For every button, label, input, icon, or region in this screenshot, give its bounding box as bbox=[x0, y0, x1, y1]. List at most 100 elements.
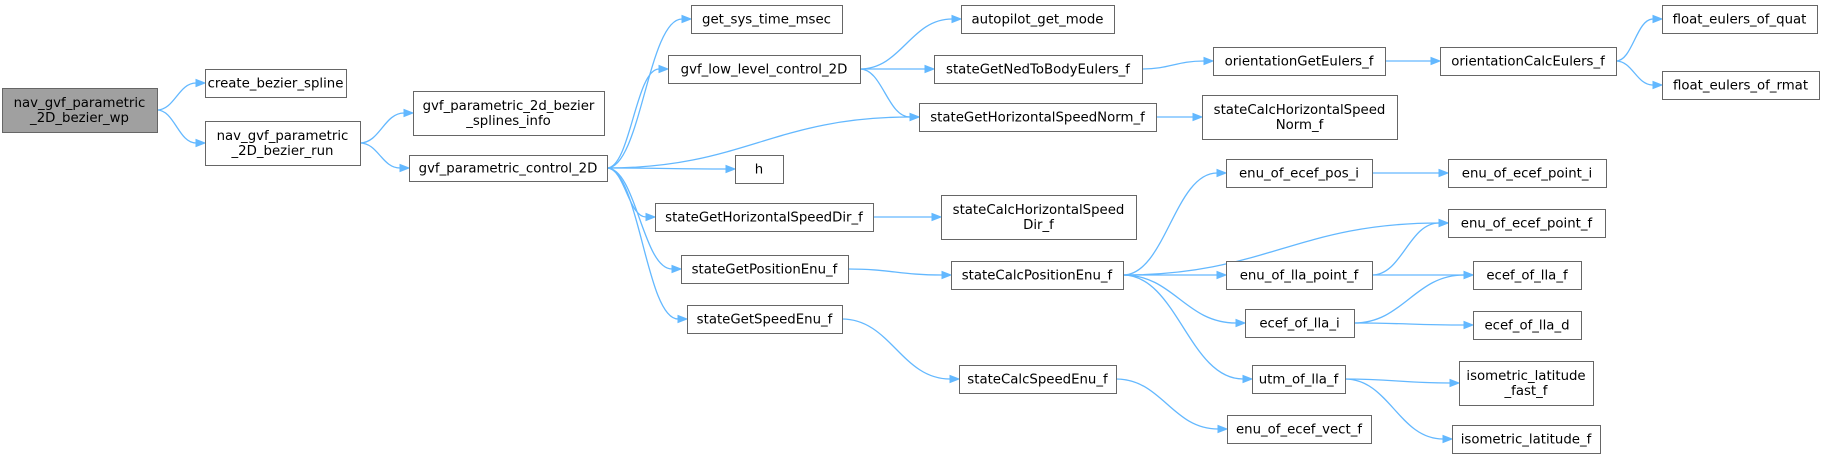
node-box bbox=[205, 69, 347, 98]
node-ap-mode[interactable]: autopilot_get_mode bbox=[961, 5, 1115, 34]
node-label: isometric_latitude_f bbox=[1461, 433, 1592, 448]
edge-control-2d-to-h bbox=[606, 167, 727, 170]
arrowhead-calc-hs-norm bbox=[1192, 112, 1204, 122]
node-nav-run[interactable]: nav_gvf_parametric_2D_bezier_run bbox=[205, 121, 361, 166]
edge-calc-speed-enu-to-enu-vect bbox=[1115, 378, 1219, 430]
node-eul-quat[interactable]: float_eulers_of_quat bbox=[1662, 5, 1818, 34]
node-iso[interactable]: isometric_latitude_f bbox=[1452, 425, 1601, 454]
node-label: stateGetNedToBodyEulers_f bbox=[946, 63, 1130, 78]
node-label: _splines_info bbox=[465, 114, 551, 129]
arrowhead-eul-quat bbox=[1652, 14, 1664, 24]
edge-nav-wp-to-create-bezier bbox=[156, 82, 197, 111]
node-low-level[interactable]: gvf_low_level_control_2D bbox=[668, 55, 861, 84]
arrowhead-h bbox=[725, 164, 737, 174]
node-orient-calc[interactable]: orientationCalcEulers_f bbox=[1440, 47, 1617, 76]
node-iso-fast[interactable]: isometric_latitude_fast_f bbox=[1459, 361, 1594, 406]
node-enu-pt-i[interactable]: enu_of_ecef_point_i bbox=[1448, 159, 1607, 188]
arrowhead-calc-pos-enu bbox=[941, 270, 953, 280]
node-calc-pos-enu[interactable]: stateCalcPositionEnu_f bbox=[951, 261, 1124, 290]
node-label: stateGetHorizontalSpeedDir_f bbox=[665, 211, 863, 226]
node-enu-pt-f[interactable]: enu_of_ecef_point_f bbox=[1448, 209, 1606, 238]
node-box bbox=[1448, 159, 1607, 188]
node-box bbox=[1662, 5, 1818, 34]
edge-nav-wp-to-nav-run bbox=[156, 109, 197, 144]
node-splines-info[interactable]: gvf_parametric_2d_bezier_splines_info bbox=[413, 91, 605, 136]
node-box bbox=[951, 261, 1124, 290]
edge-calc-pos-enu-to-enu-pt-f bbox=[1122, 222, 1440, 276]
node-orient-get[interactable]: orientationGetEulers_f bbox=[1213, 47, 1386, 76]
edges-layer bbox=[156, 14, 1664, 444]
nodes-layer: nav_gvf_parametric_2D_bezier_wp create_be… bbox=[2, 5, 1820, 454]
arrowhead-iso-fast bbox=[1449, 378, 1461, 388]
node-ned-body[interactable]: stateGetNedToBodyEulers_f bbox=[934, 55, 1143, 84]
node-sys-time[interactable]: get_sys_time_msec bbox=[691, 5, 843, 34]
node-box bbox=[205, 121, 361, 166]
arrowhead-enu-pos-i bbox=[1216, 168, 1228, 178]
node-enu-vect[interactable]: enu_of_ecef_vect_f bbox=[1227, 415, 1372, 444]
node-label: orientationCalcEulers_f bbox=[1451, 55, 1605, 70]
node-enu-lla-pt[interactable]: enu_of_lla_point_f bbox=[1226, 261, 1373, 290]
edge-speed-enu-to-calc-speed-enu bbox=[841, 318, 951, 380]
node-label: _fast_f bbox=[1504, 384, 1548, 399]
edge-control-2d-to-hs-norm bbox=[606, 116, 911, 169]
node-hs-norm[interactable]: stateGetHorizontalSpeedNorm_f bbox=[919, 103, 1157, 132]
node-label: enu_of_ecef_point_i bbox=[1462, 167, 1592, 182]
arrowhead-iso bbox=[1442, 434, 1454, 444]
node-label: ecef_of_lla_i bbox=[1259, 317, 1339, 332]
node-ecef-lla-f[interactable]: ecef_of_lla_f bbox=[1473, 261, 1582, 290]
arrowhead-enu-vect bbox=[1217, 424, 1229, 434]
node-speed-enu[interactable]: stateGetSpeedEnu_f bbox=[687, 305, 843, 334]
arrowhead-calc-hs-dir bbox=[931, 212, 943, 222]
node-box bbox=[1662, 71, 1820, 100]
node-box bbox=[1459, 361, 1594, 406]
node-box bbox=[934, 55, 1143, 84]
arrowhead-hs-dir bbox=[645, 212, 657, 222]
node-label: stateGetHorizontalSpeedNorm_f bbox=[930, 111, 1145, 126]
node-eul-rmat[interactable]: float_eulers_of_rmat bbox=[1662, 71, 1820, 100]
node-h[interactable]: h bbox=[735, 155, 784, 184]
node-enu-pos-i[interactable]: enu_of_ecef_pos_i bbox=[1226, 159, 1373, 188]
edge-enu-lla-pt-to-enu-pt-f bbox=[1371, 222, 1440, 276]
arrowhead-enu-pt-f bbox=[1438, 218, 1450, 228]
edge-calc-pos-enu-to-enu-pos-i bbox=[1122, 172, 1218, 276]
node-label: Dir_f bbox=[1023, 218, 1054, 233]
arrowhead-speed-enu bbox=[677, 314, 689, 324]
node-ecef-lla-d[interactable]: ecef_of_lla_d bbox=[1473, 311, 1582, 340]
arrowhead-enu-lla-pt bbox=[1216, 270, 1228, 280]
node-pos-enu[interactable]: stateGetPositionEnu_f bbox=[681, 255, 849, 284]
node-calc-speed-enu[interactable]: stateCalcSpeedEnu_f bbox=[959, 365, 1117, 394]
node-box bbox=[1226, 261, 1373, 290]
arrowhead-pos-enu bbox=[671, 264, 683, 274]
edge-control-2d-to-hs-dir bbox=[606, 167, 647, 218]
arrowhead-utm-lla bbox=[1242, 374, 1254, 384]
node-label: float_eulers_of_rmat bbox=[1673, 79, 1808, 94]
node-label: enu_of_ecef_point_f bbox=[1461, 217, 1593, 232]
edge-ned-body-to-orient-get bbox=[1141, 60, 1205, 70]
edge-calc-pos-enu-to-utm-lla bbox=[1122, 274, 1244, 380]
node-utm-lla[interactable]: utm_of_lla_f bbox=[1252, 365, 1346, 394]
node-hs-dir[interactable]: stateGetHorizontalSpeedDir_f bbox=[655, 203, 874, 232]
node-label: nav_gvf_parametric bbox=[217, 129, 349, 144]
node-box bbox=[1473, 261, 1582, 290]
arrowhead-ned-body bbox=[924, 64, 936, 74]
edge-ecef-lla-i-to-ecef-lla-d bbox=[1353, 322, 1465, 326]
node-label: Norm_f bbox=[1276, 118, 1324, 133]
node-control-2d[interactable]: gvf_parametric_control_2D bbox=[409, 155, 608, 182]
node-create-bezier[interactable]: create_bezier_spline bbox=[205, 69, 347, 98]
arrowhead-eul-rmat bbox=[1652, 80, 1664, 90]
node-nav-wp[interactable]: nav_gvf_parametric_2D_bezier_wp bbox=[2, 88, 158, 133]
node-box bbox=[1440, 47, 1617, 76]
node-box bbox=[961, 5, 1115, 34]
node-label: stateCalcHorizontalSpeed bbox=[953, 203, 1125, 218]
node-label: autopilot_get_mode bbox=[972, 13, 1104, 28]
edge-utm-lla-to-iso bbox=[1344, 378, 1444, 440]
node-label: float_eulers_of_quat bbox=[1673, 13, 1807, 28]
node-label: gvf_parametric_2d_bezier bbox=[423, 99, 595, 114]
node-box bbox=[735, 155, 784, 184]
node-label: enu_of_lla_point_f bbox=[1240, 269, 1359, 284]
node-ecef-lla-i[interactable]: ecef_of_lla_i bbox=[1245, 309, 1355, 338]
node-box bbox=[1473, 311, 1582, 340]
